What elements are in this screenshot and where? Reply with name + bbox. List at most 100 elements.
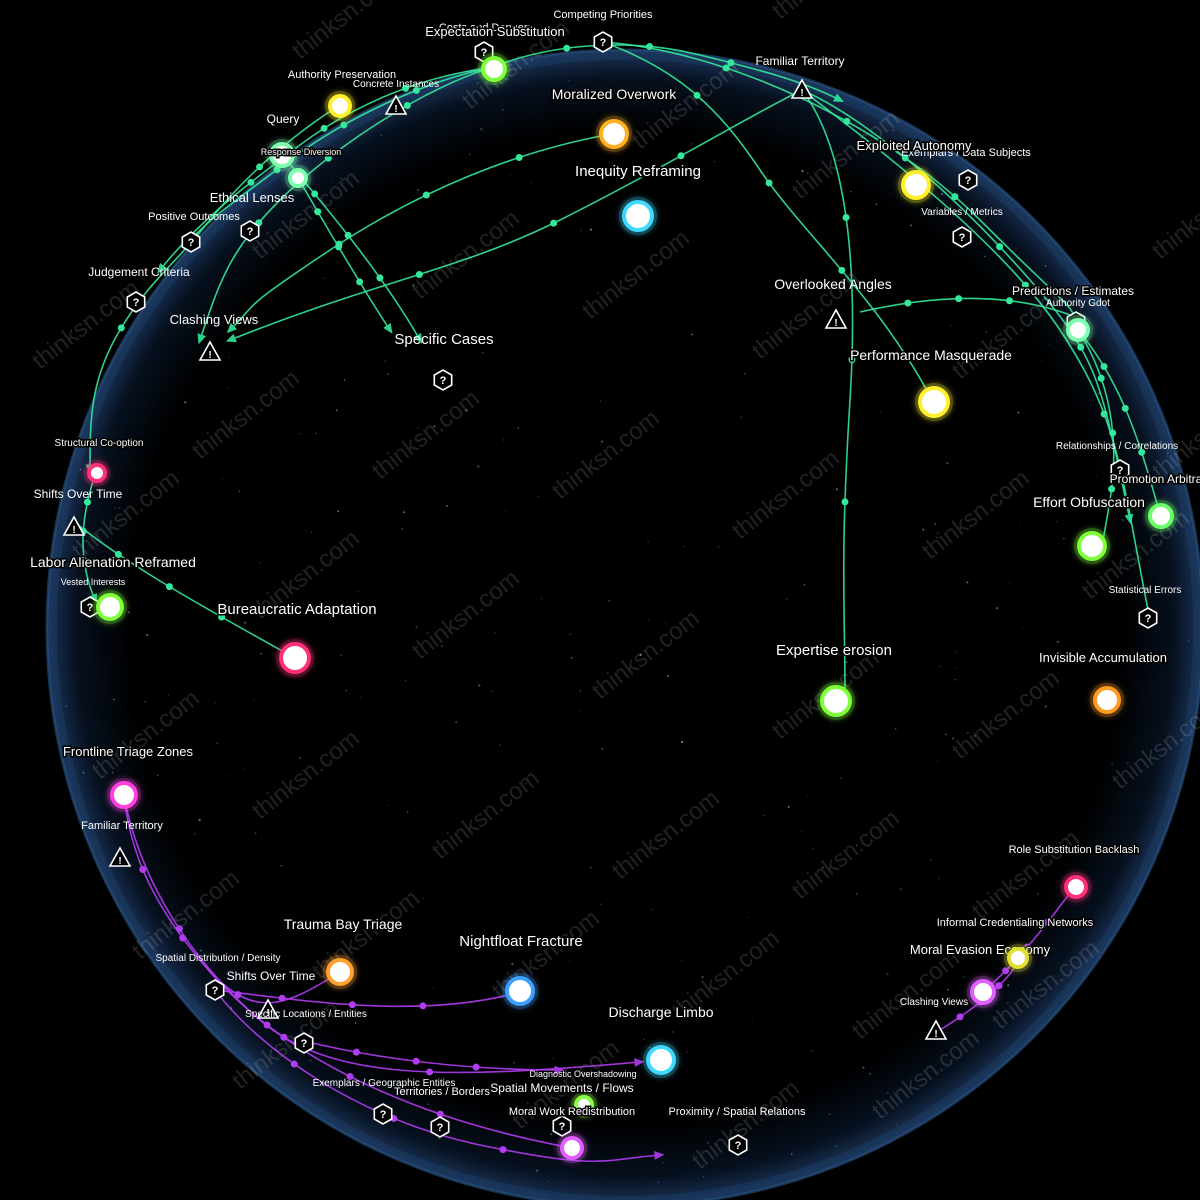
question-glyph: ? xyxy=(1145,613,1152,625)
invisible-accumulation-node[interactable]: Invisible Accumulation xyxy=(1038,649,1168,717)
hexagon-question-icon xyxy=(181,231,201,253)
marker-label: Ethical Lenses xyxy=(210,190,295,205)
question-glyph: ? xyxy=(247,226,254,238)
edge-dot xyxy=(951,193,959,201)
node-dot xyxy=(110,781,138,809)
exemplars-data-subjects-marker[interactable]: ?Exemplars / Data Subjects xyxy=(901,147,1031,191)
performance-masquerade-node[interactable]: Performance Masquerade xyxy=(849,346,1014,421)
marker-label: Clashing Views xyxy=(170,312,259,327)
response-diversion-node[interactable]: Response Diversion xyxy=(259,146,343,191)
ethical-lenses-marker[interactable]: ? Ethical Lenses xyxy=(210,190,295,242)
trauma-bay-triage-node[interactable]: Trauma Bay Triage xyxy=(282,915,404,989)
node-dot xyxy=(1077,531,1107,561)
nightfloat-fracture-node[interactable]: Nightfloat Fracture xyxy=(458,932,584,1009)
informal-credentialing-networks-node[interactable]: Informal Credentialing Networks xyxy=(935,916,1095,972)
node-dot xyxy=(560,1136,584,1160)
overlooked-angles-marker[interactable]: !Overlooked Angles xyxy=(774,276,892,329)
query-node[interactable]: Query xyxy=(265,111,301,171)
node-dot xyxy=(279,642,311,674)
watermark-text: thinksn.com xyxy=(1147,165,1200,265)
edge-dot xyxy=(402,84,410,92)
spatial-distribution-density-marker[interactable]: ?Spatial Distribution / Density xyxy=(155,953,281,1001)
edge-dot xyxy=(727,59,735,67)
expectation-substitution-node[interactable]: Expectation Substitution xyxy=(424,23,566,85)
frontline-triage-zones-node[interactable]: Frontline Triage Zones xyxy=(61,743,195,812)
role-substitution-backlash-node[interactable]: Role Substitution Backlash xyxy=(1007,843,1141,902)
marker-label: Concrete Instances xyxy=(353,79,439,90)
marker-label: Relationships / Correlations xyxy=(1056,441,1178,452)
node-label: Predictions / Estimates xyxy=(1012,284,1134,298)
edge-dot xyxy=(335,243,343,251)
territories-borders-marker[interactable]: ?Territories / Borders xyxy=(394,1086,490,1138)
promotion-arbitrage-node[interactable]: Promotion Arbitra xyxy=(1108,471,1200,532)
moral-work-redistribution-node[interactable]: Moral Work Redistribution xyxy=(507,1092,637,1120)
structural-co-option-node[interactable]: Structural Co-option xyxy=(53,437,145,486)
exemplars-geographic-entities-marker[interactable]: ?Exemplars / Geographic Entities xyxy=(313,1078,456,1125)
predictions-estimates-node[interactable]: Predictions / Estimates xyxy=(1010,283,1136,345)
edge-dot xyxy=(499,1146,507,1154)
labor-alienation-reframed-node[interactable]: Labor Alienation Reframed xyxy=(29,553,197,624)
marker-label: Positive Outcomes xyxy=(148,211,240,223)
marker-label: Familiar Territory xyxy=(81,820,163,832)
edge-dot xyxy=(175,925,183,933)
familiar-territory-bottom-marker[interactable]: !Familiar Territory xyxy=(81,820,163,867)
inequity-reframing-node[interactable]: Inequity Reframing xyxy=(574,162,702,235)
variables-metrics-marker[interactable]: ?Variables / Metrics xyxy=(921,207,1003,248)
exploited-autonomy-node[interactable]: Exploited Autonomy xyxy=(855,137,973,203)
node-label: Authority Preservation xyxy=(288,69,396,81)
node-dot xyxy=(646,1045,676,1075)
graph-edge xyxy=(71,519,299,661)
edge-dot xyxy=(340,121,348,129)
edge-dot xyxy=(403,101,411,109)
statistical-errors-marker[interactable]: ? Statistical Errors xyxy=(1109,585,1182,629)
hexagon-question-icon xyxy=(205,979,225,1001)
discharge-limbo-node[interactable]: Discharge Limbo xyxy=(607,1003,715,1078)
edge-dot xyxy=(218,613,226,621)
star-field xyxy=(65,80,1190,1183)
node-dot xyxy=(1007,947,1029,969)
question-glyph: ? xyxy=(735,1140,742,1152)
question-glyph: ? xyxy=(481,47,488,59)
relationships-correlations-marker[interactable]: ?Relationships / Correlations xyxy=(1056,441,1178,481)
concrete-instances-marker[interactable]: !Concrete Instances xyxy=(353,79,439,115)
marker-label: Diagnostic Overshadowing xyxy=(529,1069,636,1079)
specific-cases-marker[interactable]: ?Specific Cases xyxy=(394,331,494,391)
diagnostic-overshadowing-marker[interactable]: ?Diagnostic Overshadowing xyxy=(529,1069,637,1137)
edge-dot xyxy=(348,1001,356,1009)
edge-dot xyxy=(311,190,319,198)
hexagon-question-icon xyxy=(1110,459,1130,481)
shifts-over-time-top-marker[interactable]: !Shifts Over Time xyxy=(34,487,123,536)
specific-locations-entities-marker[interactable]: ?Specific Locations / Entities xyxy=(245,1009,367,1054)
expertise-erosion-node[interactable]: Expertise erosion xyxy=(775,641,893,720)
proximity-spatial-relations-marker[interactable]: ?Proximity / Spatial Relations xyxy=(669,1106,806,1156)
positive-outcomes-marker[interactable]: ?Positive Outcomes xyxy=(148,211,240,253)
authority-preservation-node[interactable]: Authority Preservation xyxy=(286,68,398,121)
clashing-views-bottom-marker[interactable]: !Clashing Views xyxy=(900,997,968,1040)
question-glyph: ? xyxy=(437,1122,444,1134)
edge-dot xyxy=(290,1060,298,1068)
familiar-territory-top-marker[interactable]: !Familiar Territory xyxy=(755,54,844,99)
spatial-movements-node-node[interactable]: Spatial Movements / Flows xyxy=(489,1080,635,1163)
node-dot xyxy=(87,463,107,483)
node-dot xyxy=(326,958,354,986)
competing-priorities-marker[interactable]: ?Competing Priorities xyxy=(553,9,653,53)
node-label: Role Substitution Backlash xyxy=(1009,844,1140,856)
moralized-overwork-node[interactable]: Moralized Overwork xyxy=(550,85,679,152)
graph-edge xyxy=(225,89,803,343)
marker-label: Statistical Errors xyxy=(1109,585,1182,596)
edge-dot xyxy=(352,1048,360,1056)
marker-layer: ?Competing Priorities ?Costs and Dangers!… xyxy=(34,9,1182,1156)
edge-dot xyxy=(1100,363,1108,371)
bureaucratic-adaptation-node[interactable]: Bureaucratic Adaptation xyxy=(216,600,378,677)
clashing-views-top-marker[interactable]: !Clashing Views xyxy=(170,312,259,361)
node-label: Inequity Reframing xyxy=(575,163,701,180)
effort-obfuscation-node[interactable]: Effort Obfuscation xyxy=(1032,493,1146,564)
edge-dot xyxy=(1002,967,1010,975)
shifts-over-time-bottom-marker[interactable]: !Shifts Over Time xyxy=(227,969,316,1019)
node-label: Structural Co-option xyxy=(55,438,144,449)
edge-dot xyxy=(848,356,856,364)
exclamation-glyph: ! xyxy=(834,318,837,329)
judgement-criteria-marker[interactable]: ?Judgement Criteria xyxy=(88,265,190,313)
costs-and-dangers-marker[interactable]: ?Costs and Dangers xyxy=(439,22,534,63)
